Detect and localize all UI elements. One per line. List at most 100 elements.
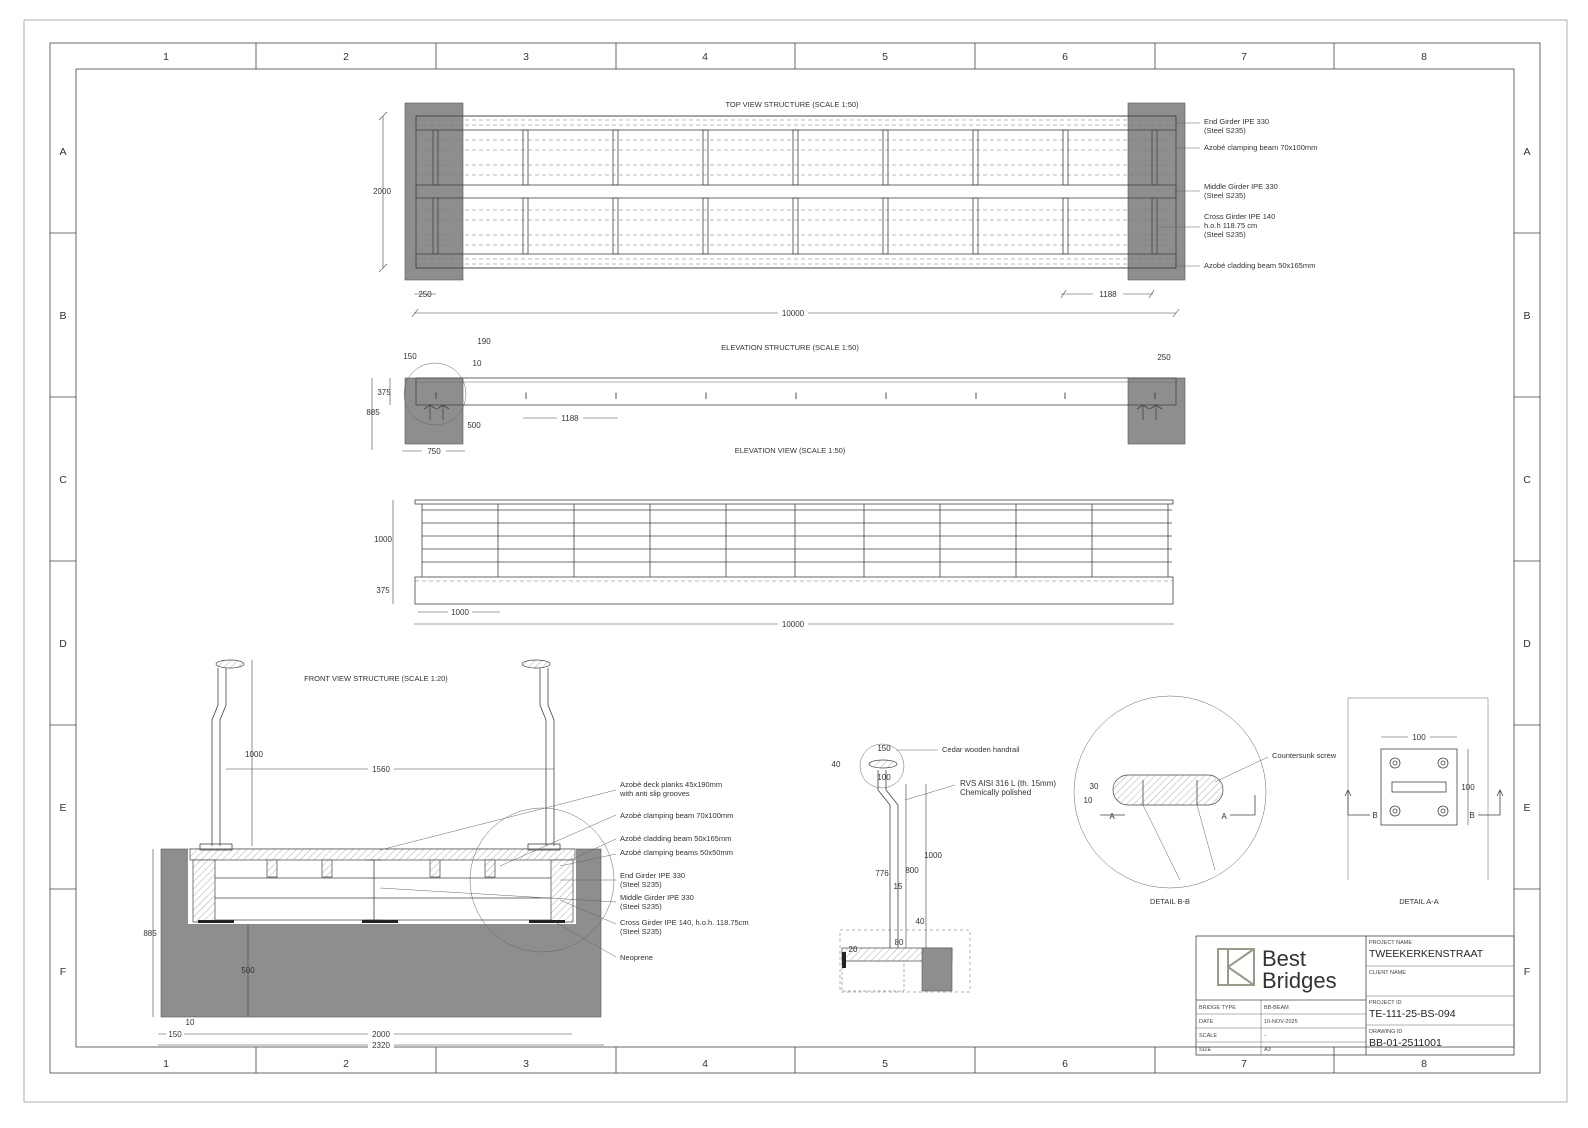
label-post-material: RVS AISI 316 L (th. 15mm) [960,779,1056,788]
col-label: 8 [1421,51,1427,63]
date-value: 10-NOV-2025 [1264,1019,1298,1025]
label-deck-grooves: with anti slip grooves [619,789,690,798]
label-cross-girder: Cross Girder IPE 140 [1204,212,1275,221]
col-label: 2 [343,1058,349,1070]
label-steel: (Steel S235) [1204,126,1246,135]
bridge-type-value: BB-BEAM [1264,1005,1289,1011]
title-block: Best Bridges BRIDGE TYPE BB-BEAM DATE 10… [1195,935,1515,1056]
row-label: F [1524,966,1530,978]
client-name-label: CLIENT NAME [1369,970,1406,976]
company-logo: Best Bridges [1217,946,1337,993]
view-title: TOP VIEW STRUCTURE (SCALE 1:50) [725,100,859,109]
elevation-view: ELEVATION VIEW (SCALE 1:50) 1000 375 100… [374,446,1174,629]
col-label: 3 [523,51,529,63]
col-label: 6 [1062,51,1068,63]
svg-text:Best: Best [1262,946,1306,971]
dim-label: 30 [1090,782,1099,791]
front-view: FRONT VIEW STRUCTURE (SCALE 1:20) 1000 1… [143,659,749,1050]
dim-label: 10 [1084,796,1093,805]
drawing-id-label: DRAWING ID [1369,1029,1402,1035]
col-label: 4 [702,1058,708,1070]
dim-label: 1000 [374,535,392,544]
dim-label: 1188 [561,414,579,423]
label-steel: (Steel S235) [1204,230,1246,239]
col-label: 3 [523,1058,529,1070]
section-mark: A [1109,812,1115,821]
top-view: TOP VIEW STRUCTURE (SCALE 1:50) [373,100,1317,318]
svg-text:I: I [435,391,438,401]
label-neoprene: Neoprene [620,953,653,962]
row-label: D [59,638,67,650]
label-steel: (Steel S235) [620,927,662,936]
row-label: A [59,146,66,158]
dim-label: 1560 [372,765,390,774]
label-middle-girder: Middle Girder IPE 330 [1204,182,1278,191]
svg-text:Bridges: Bridges [1262,968,1337,993]
project-id-label: PROJECT ID [1369,1000,1402,1006]
dim-label: 150 [403,352,417,361]
label-hoh: h.o.h 118.75 cm [1204,221,1257,230]
label-middle-girder: Middle Girder IPE 330 [620,893,694,902]
girder [415,377,1177,406]
dim-label: 500 [241,966,255,975]
bridge-type-label: BRIDGE TYPE [1199,1005,1236,1011]
dim-label: 150 [877,744,891,753]
dim-label: 885 [366,408,380,417]
dim-label: 375 [376,586,390,595]
dim-label: 15 [894,882,903,891]
section-mark: A [1221,812,1227,821]
section-mark: B [1469,811,1474,820]
left-abutment [404,102,464,281]
label-clamping: Azobé clamping beam 70x100mm [620,811,733,820]
view-title: DETAIL B-B [1150,897,1190,906]
dim-label: 40 [916,917,925,926]
row-label: A [1523,146,1530,158]
dim-label: 150 [168,1030,182,1039]
dim-label: 885 [143,929,157,938]
dim-label: 100 [877,773,891,782]
col-label: 1 [163,51,169,63]
row-label: F [60,966,66,978]
svg-text:I: I [1064,391,1067,401]
col-label: 4 [702,51,708,63]
label-cross-girder: Cross Girder IPE 140, h.o.h. 118.75cm [620,918,749,927]
svg-text:I: I [795,391,798,401]
label-steel: (Steel S235) [1204,191,1246,200]
row-label: B [59,310,66,322]
label-handrail: Cedar wooden handrail [942,745,1020,754]
dim-label: 1000 [924,851,942,860]
scale-label: SCALE [1199,1033,1217,1039]
row-label: D [1523,638,1531,650]
detail-aa: 100 100 B B DETAIL A-A [1344,697,1504,906]
scale-value: - [1264,1033,1266,1039]
dim-label: 375 [377,388,391,397]
grid-dividers [50,43,1540,1073]
dim-label: 2320 [372,1041,390,1050]
sheet-border [23,19,1568,1103]
dim-label: 750 [427,447,441,456]
svg-text:I: I [975,391,978,401]
col-label: 7 [1241,51,1247,63]
svg-text:I: I [705,391,708,401]
col-label: 7 [1241,1058,1247,1070]
dim-label: 10000 [782,309,805,318]
dim-label: 10 [473,359,482,368]
svg-text:I: I [525,391,528,401]
dim-label: 100 [1412,733,1426,742]
col-label: 8 [1421,1058,1427,1070]
label-clamping-beam: Azobé clamping beam 70x100mm [1204,143,1317,152]
label-end-girder: End Girder IPE 330 [620,871,685,880]
project-name-label: PROJECT NAME [1369,940,1412,946]
dim-label: 20 [849,945,858,954]
row-label: B [1523,310,1530,322]
label-cladding: Azobé cladding beam 50x165mm [620,834,731,843]
view-title: ELEVATION VIEW (SCALE 1:50) [735,446,846,455]
svg-text:I: I [885,391,888,401]
dim-label: 190 [477,337,491,346]
section-mark: B [1372,811,1377,820]
deck-planks [189,848,576,861]
right-abutment [1127,102,1186,281]
col-label: 1 [163,1058,169,1070]
